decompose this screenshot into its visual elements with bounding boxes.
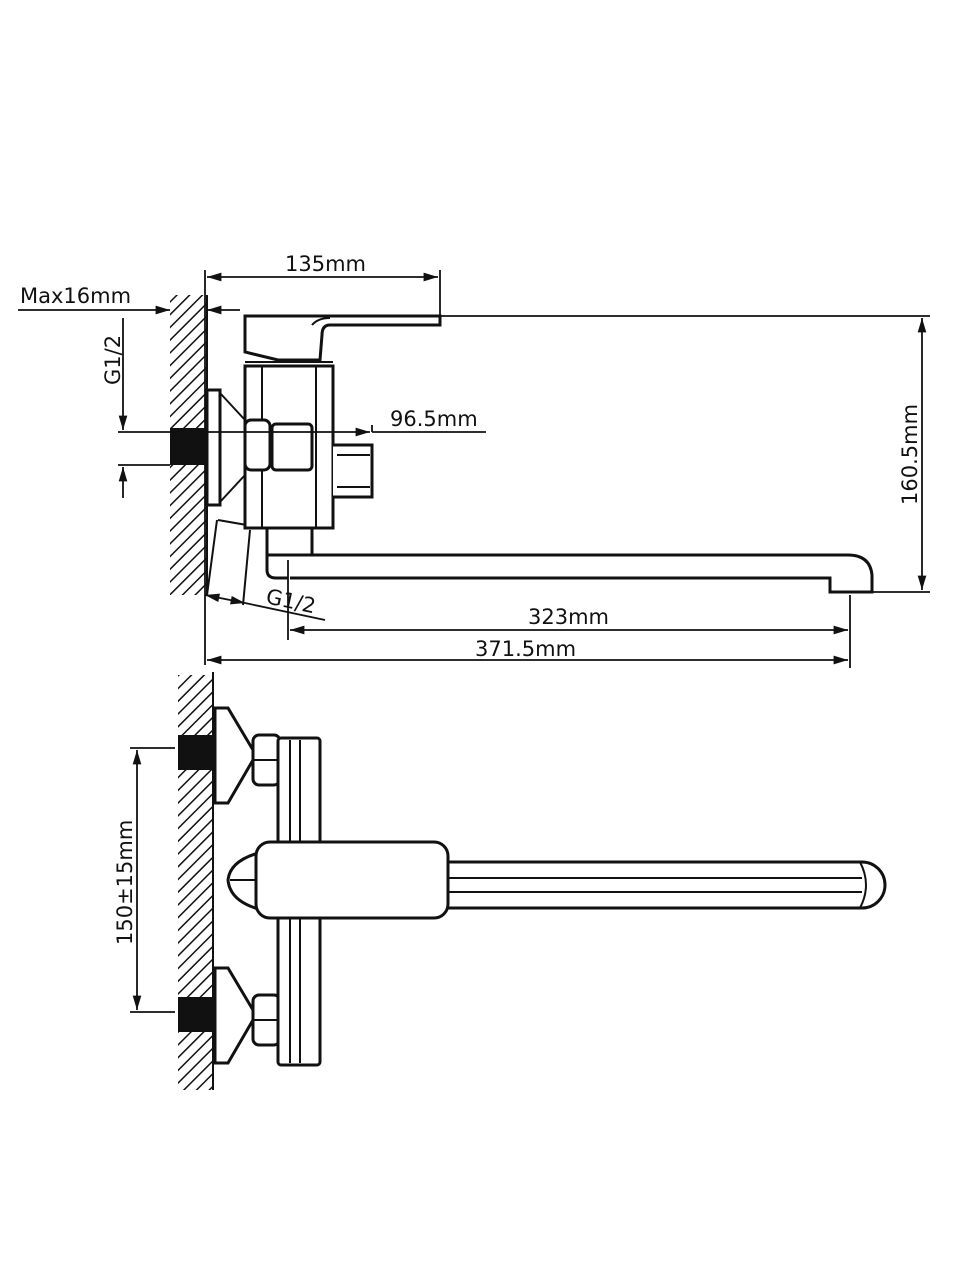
angled-thread-label: G1/2: [264, 584, 318, 618]
nut: [243, 418, 272, 472]
escutcheon-upper: [213, 706, 255, 805]
inner-port: [270, 422, 314, 472]
escutcheon: [205, 388, 222, 507]
top-view: 150±15mm: [113, 672, 887, 1090]
spout-length-label: 323mm: [528, 605, 609, 629]
inlet-pipe-lower: [178, 997, 213, 1032]
angled-inlet-body: [206, 519, 265, 606]
inlet-thread-label: G1/2: [101, 335, 125, 385]
wall-thickness-label: Max16mm: [20, 284, 131, 308]
spout-tip: [859, 861, 867, 909]
inlet-pipe-upper: [178, 735, 213, 770]
lever-detail: [311, 317, 331, 326]
dim-line: [204, 593, 246, 605]
inlet-spacing-label: 150±15mm: [113, 820, 137, 945]
dim-line: [244, 602, 326, 621]
total-length-label: 371.5mm: [475, 637, 576, 661]
spout-top: [438, 860, 887, 910]
escutcheon-lower: [213, 966, 255, 1065]
spout: [268, 553, 874, 594]
lever-reach-label: 135mm: [285, 252, 366, 276]
lever-handle[interactable]: [243, 314, 442, 362]
inlet-pipe: [170, 428, 207, 465]
body-depth-label: 96.5mm: [390, 407, 478, 431]
total-height-label: 160.5mm: [898, 404, 922, 505]
side-view: Max16mm 135mm G1/2 96.5mm 160.5mm G1/2 3…: [18, 252, 930, 668]
escutcheon-cone: [219, 392, 246, 503]
valve-body-top[interactable]: [254, 840, 450, 920]
diverter-stub: [333, 443, 374, 499]
